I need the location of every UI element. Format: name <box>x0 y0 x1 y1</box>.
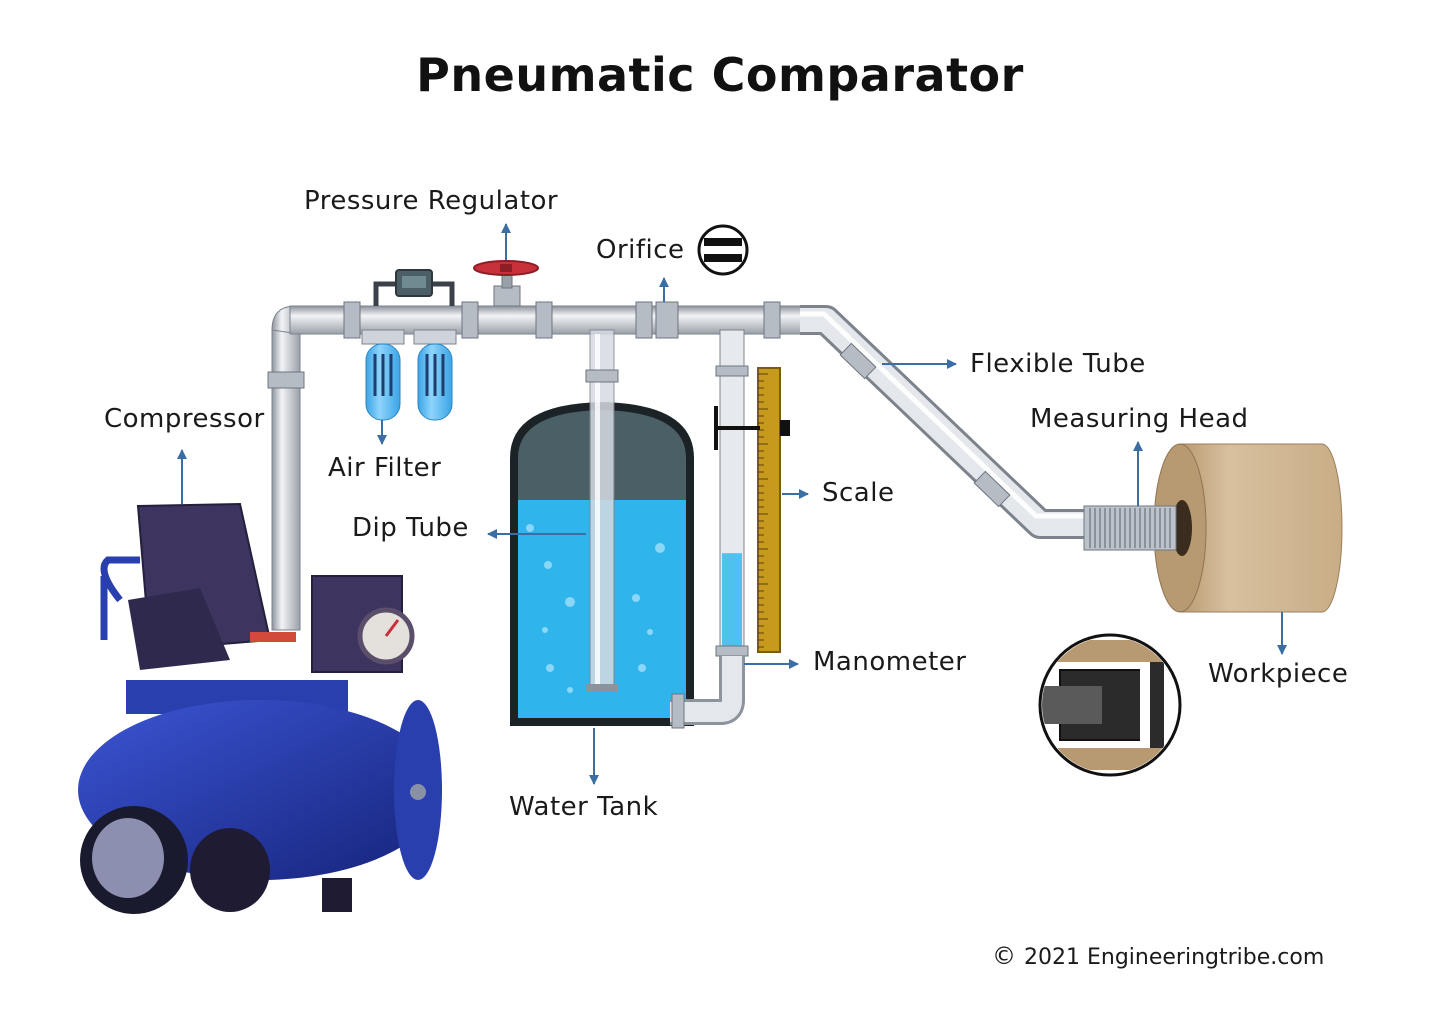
label-orifice: Orifice <box>596 235 685 265</box>
dip-tube <box>585 329 619 692</box>
label-manometer: Manometer <box>813 647 967 677</box>
flexible-tube <box>800 305 1090 539</box>
air-filter <box>361 269 457 421</box>
measuring-head-inset <box>1038 633 1182 777</box>
copyright-notice: © 2021 Engineeringtribe.com <box>992 942 1324 970</box>
label-flexible-tube: Flexible Tube <box>970 349 1146 379</box>
label-air-filter: Air Filter <box>328 453 442 483</box>
water-bubbles <box>526 524 665 693</box>
label-water-tank: Water Tank <box>509 792 659 822</box>
main-pipe <box>267 301 811 631</box>
diagram-title: Pneumatic Comparator <box>416 48 1024 102</box>
pressure-regulator <box>473 260 539 307</box>
label-pressure-regulator: Pressure Regulator <box>304 186 559 216</box>
label-compressor: Compressor <box>104 404 265 434</box>
orifice-symbol <box>697 224 749 276</box>
compressor <box>78 502 442 914</box>
label-dip-tube: Dip Tube <box>352 513 469 543</box>
label-measuring-head: Measuring Head <box>1030 404 1249 434</box>
copyright-text: 2021 Engineeringtribe.com <box>1024 945 1325 970</box>
workpiece <box>1153 443 1343 613</box>
scale <box>714 367 790 653</box>
manometer <box>670 329 749 729</box>
label-workpiece: Workpiece <box>1208 659 1349 689</box>
copyright-symbol: © <box>992 942 1016 970</box>
label-scale: Scale <box>822 478 895 508</box>
measuring-head <box>1083 505 1177 551</box>
